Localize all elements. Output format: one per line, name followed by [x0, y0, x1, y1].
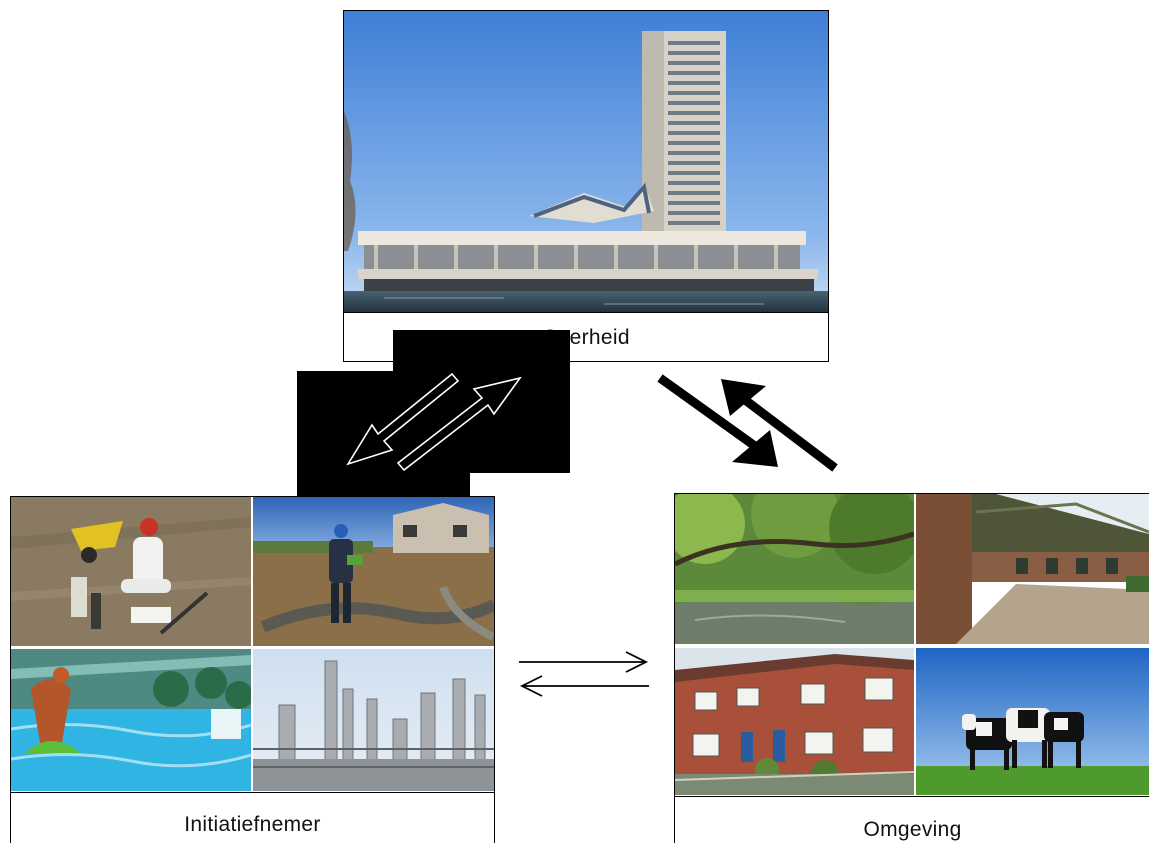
- soil-worker-photo: [11, 497, 251, 646]
- swimming-pool-photo: [11, 649, 251, 791]
- occluding-block-upper: [393, 330, 570, 473]
- double-arrow-bottom-icon: [519, 651, 649, 697]
- connector-overheid-initiatiefnemer: [346, 372, 838, 697]
- omgeving-label: Omgeving: [863, 818, 962, 841]
- omgeving-label-box: Omgeving: [674, 796, 1149, 843]
- government-building-photo: [344, 11, 828, 312]
- brick-houses-photo: [675, 648, 914, 795]
- forest-stream-photo: [675, 494, 914, 644]
- farmhouse-photo: [916, 494, 1149, 644]
- double-arrow-left-icon: [346, 372, 522, 472]
- cows-photo: [916, 648, 1149, 795]
- refinery-photo: [253, 649, 494, 791]
- initiatiefnemer-node: [10, 496, 495, 843]
- initiatiefnemer-label-box: Initiatiefnemer: [10, 792, 495, 843]
- omgeving-node: [674, 493, 1149, 843]
- excavation-engineer-photo: [253, 497, 494, 646]
- initiatiefnemer-label: Initiatiefnemer: [184, 813, 321, 836]
- double-arrow-right-icon: [657, 374, 838, 472]
